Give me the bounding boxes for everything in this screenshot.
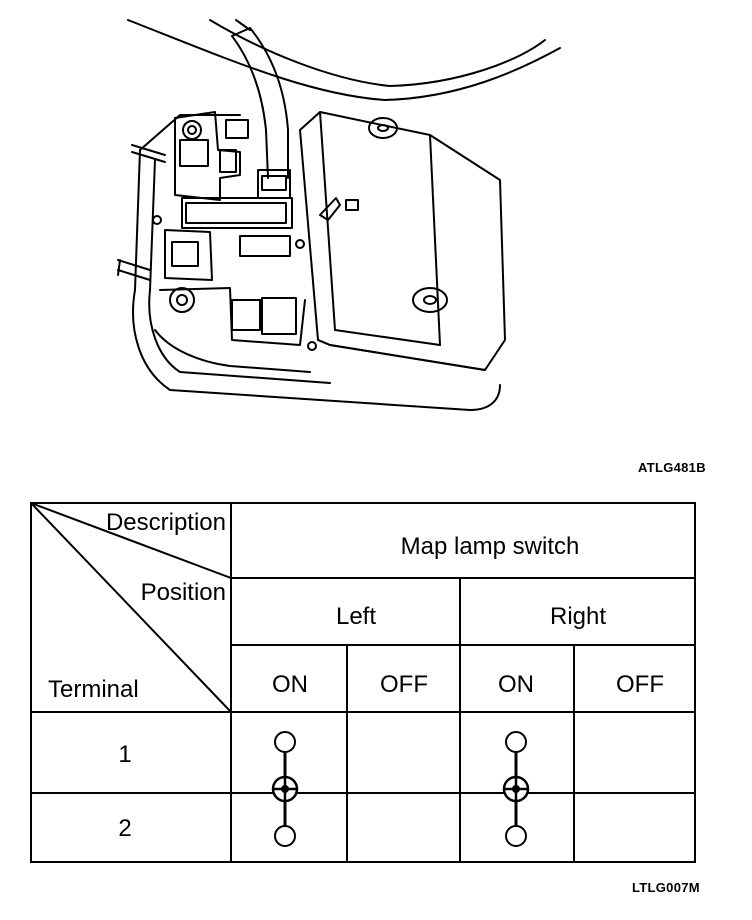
group-left-label: Left — [336, 603, 376, 630]
terminal-circle — [274, 731, 296, 753]
junction-dot — [281, 785, 289, 793]
table-grid — [30, 502, 696, 863]
col-left-off-label: OFF — [380, 671, 428, 698]
corner-position-label: Position — [141, 579, 226, 606]
col-right-on-label: ON — [498, 671, 534, 698]
corner-description-label: Description — [106, 509, 226, 536]
group-right-label: Right — [550, 603, 606, 630]
continuity-marks — [271, 731, 530, 847]
lamp-cover — [299, 111, 506, 371]
col-left-on-label: ON — [272, 671, 308, 698]
table-title: Map lamp switch — [401, 533, 580, 560]
corner-terminal-label: Terminal — [48, 676, 139, 703]
terminal-circle — [274, 825, 296, 847]
corner-diagonal-upper — [30, 502, 232, 579]
switch-mechanism — [152, 111, 317, 351]
wire-harness — [231, 27, 291, 199]
terminal-circle — [505, 731, 527, 753]
figure-code-top: ATLG481B — [638, 460, 706, 475]
map-lamp-illustration — [117, 19, 561, 411]
corner-diagonal-lower — [30, 502, 232, 713]
junction-dot — [512, 785, 520, 793]
terminal-2-label: 2 — [118, 815, 131, 842]
terminal-circle — [505, 825, 527, 847]
col-right-off-label: OFF — [616, 671, 664, 698]
housing-base — [117, 114, 501, 411]
terminal-1-label: 1 — [118, 741, 131, 768]
figure-code-bottom: LTLG007M — [632, 880, 700, 895]
